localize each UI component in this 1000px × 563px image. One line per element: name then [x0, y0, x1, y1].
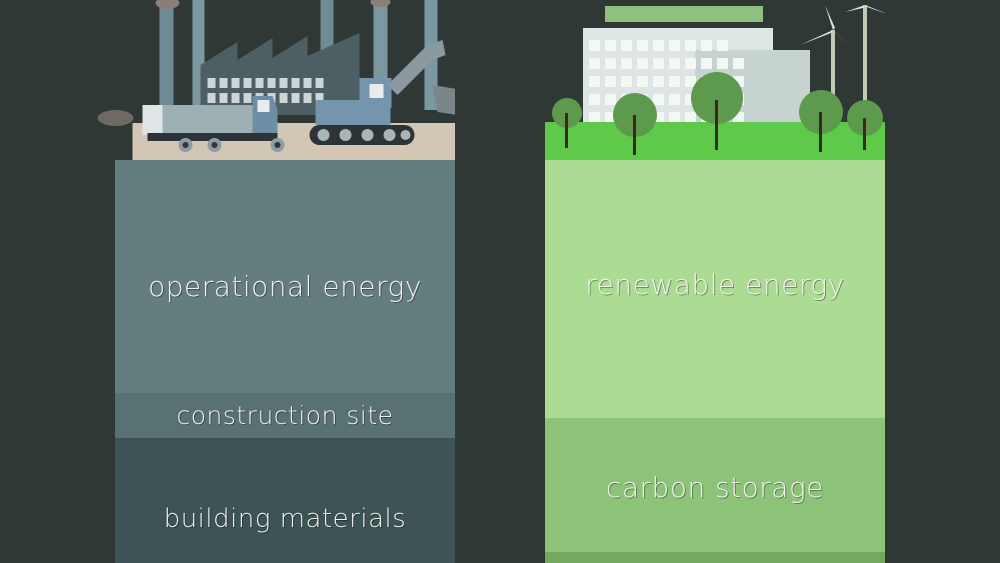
- truck-icon: [142, 96, 285, 152]
- green-building-illustration: [545, 5, 885, 160]
- carbon-storage-layer: carbon storage: [545, 418, 885, 552]
- wind-turbine-icon: [800, 5, 885, 120]
- sustainable-column: renewable energy carbon storage: [545, 0, 885, 563]
- building-materials-label: building materials: [163, 503, 407, 534]
- renewable-energy-layer: renewable energy: [545, 160, 885, 418]
- renewable-energy-label: renewable energy: [585, 267, 845, 301]
- operational-energy-layer: operational energy: [115, 160, 455, 393]
- industrial-illustration: [97, 0, 455, 163]
- excavator-icon: [309, 40, 455, 145]
- carbon-storage-label: carbon storage: [605, 471, 824, 504]
- operational-energy-label: operational energy: [148, 270, 422, 303]
- construction-site-layer: construction site: [115, 393, 455, 438]
- construction-site-label: construction site: [176, 401, 394, 430]
- conventional-column: operational energy construction site bui…: [97, 0, 455, 563]
- bottom-band: [545, 552, 885, 563]
- tree-icon: [552, 72, 883, 155]
- building-materials-layer: building materials: [115, 438, 455, 563]
